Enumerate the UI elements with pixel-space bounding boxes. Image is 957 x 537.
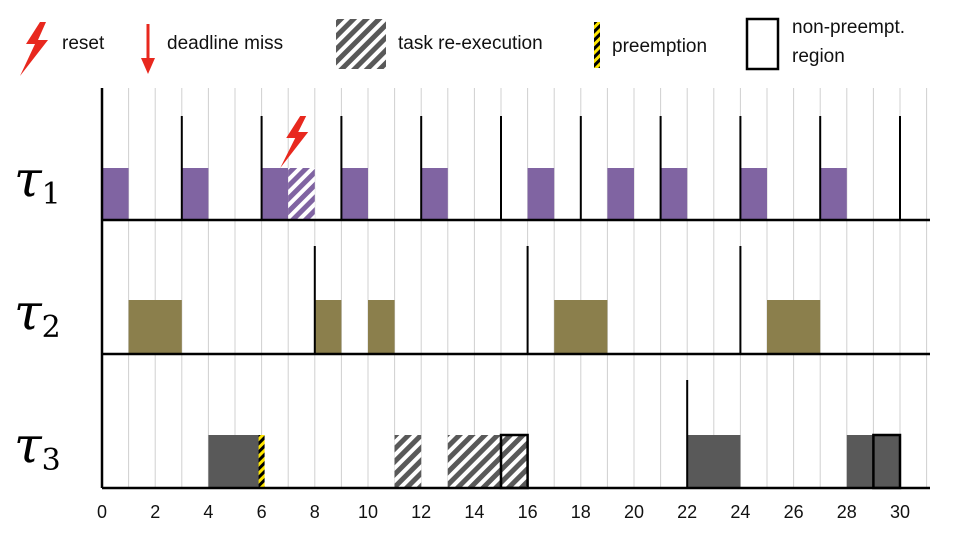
job-bar — [740, 168, 767, 220]
x-tick-label: 4 — [203, 502, 213, 522]
job-bar — [421, 168, 448, 220]
non-preemptive-swatch-icon — [745, 17, 780, 71]
task-labels: τ1 τ2 τ3 — [14, 150, 61, 478]
legend-reset: reset — [20, 22, 105, 76]
x-tick-label: 20 — [624, 502, 644, 522]
legend-non-preemptive-line2: region — [792, 46, 845, 67]
job-bar — [208, 435, 262, 488]
job-bar — [368, 300, 395, 354]
axes — [100, 88, 930, 490]
x-tick-label: 6 — [257, 502, 267, 522]
legend-deadline-miss: deadline miss — [141, 24, 283, 74]
preemption-marker — [258, 435, 265, 488]
job-bar — [102, 168, 129, 220]
task-label-tau3: τ3 — [14, 416, 61, 478]
reset-lightning-icon — [280, 116, 309, 168]
x-tick-label: 14 — [464, 502, 484, 522]
hatch-swatch-icon — [336, 19, 386, 69]
job-bar — [820, 168, 847, 220]
job-bars — [102, 116, 902, 490]
legend-deadline-miss-label: deadline miss — [167, 33, 283, 54]
job-bar — [181, 168, 209, 220]
x-tick-label: 12 — [411, 502, 431, 522]
reexecution-bar — [447, 435, 528, 488]
down-arrow-icon — [141, 24, 155, 74]
x-tick-label: 26 — [784, 502, 804, 522]
job-bar — [660, 168, 688, 220]
x-tick-label: 8 — [310, 502, 320, 522]
x-tick-label: 28 — [837, 502, 857, 522]
x-tick-label: 18 — [571, 502, 591, 522]
job-bar — [607, 168, 634, 220]
lightning-icon — [20, 22, 48, 76]
x-tick-label: 2 — [150, 502, 160, 522]
legend-non-preemptive-line1: non-preempt. — [792, 17, 905, 38]
job-bar — [314, 300, 342, 354]
task-label-tau2: τ2 — [14, 283, 61, 345]
job-bar — [527, 168, 555, 220]
task-label-tau1: τ1 — [14, 150, 61, 212]
legend-task-reexecution: task re-execution — [336, 19, 543, 69]
job-bar — [261, 168, 289, 220]
job-bar — [767, 300, 821, 354]
legend-reset-label: reset — [62, 33, 105, 54]
legend-non-preemptive: non-preempt. region — [745, 17, 905, 71]
x-tick-label: 24 — [730, 502, 750, 522]
job-bar — [554, 300, 608, 354]
x-tick-label: 0 — [97, 502, 107, 522]
legend-preemption: preemption — [594, 22, 707, 68]
reexecution-bar — [288, 168, 315, 220]
x-tick-label: 30 — [890, 502, 910, 522]
x-tick-label: 22 — [677, 502, 697, 522]
x-tick-label: 16 — [518, 502, 538, 522]
legend: reset deadline miss task re-execution pr… — [20, 17, 905, 76]
legend-preemption-label: preemption — [612, 36, 707, 57]
job-bar — [687, 435, 741, 488]
legend-task-reexecution-label: task re-execution — [398, 33, 543, 54]
job-bar — [341, 168, 368, 220]
job-bar — [128, 300, 182, 354]
reexecution-bar — [394, 435, 422, 488]
x-tick-label: 10 — [358, 502, 378, 522]
preemption-swatch-icon — [594, 22, 600, 68]
